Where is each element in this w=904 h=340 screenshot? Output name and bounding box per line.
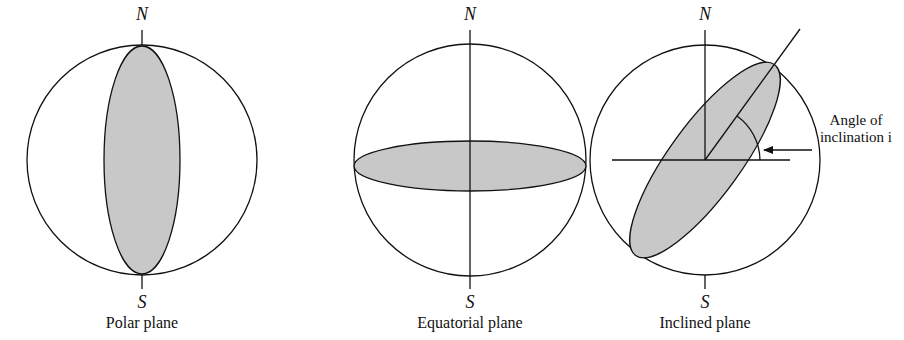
plane-caption: Polar plane bbox=[106, 314, 178, 332]
pole-label: N bbox=[699, 4, 711, 25]
pole-label: N bbox=[136, 4, 148, 25]
angle-note: Angle of inclination i bbox=[812, 112, 900, 147]
pole-label: S bbox=[701, 292, 710, 313]
pole-label: S bbox=[138, 292, 147, 313]
plane-caption: Equatorial plane bbox=[417, 314, 522, 332]
pole-label: N bbox=[464, 4, 476, 25]
pole-label: S bbox=[466, 292, 475, 313]
plane-caption: Inclined plane bbox=[659, 314, 750, 332]
